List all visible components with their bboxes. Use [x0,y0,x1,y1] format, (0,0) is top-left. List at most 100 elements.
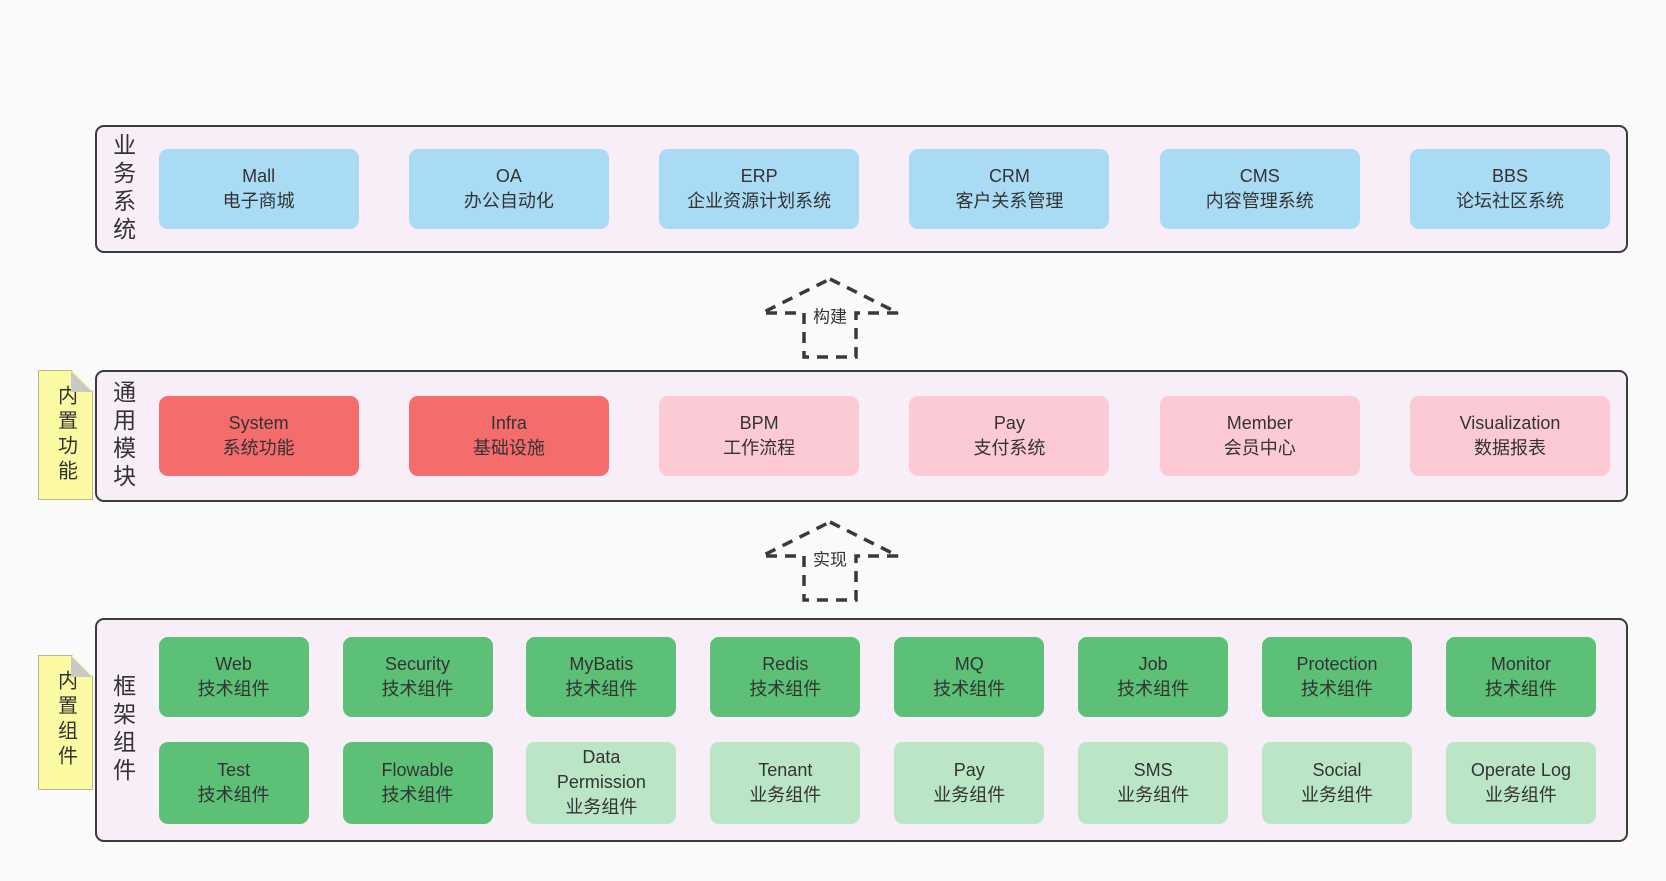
box-subtitle: 客户关系管理 [955,191,1064,211]
box-title: CRM [988,166,1030,187]
business-boxes-row: Mall 电子商城 OA 办公自动化 ERP 企业资源计划系统 CRM 客户关系… [158,149,1610,229]
module-box-system: System 系统功能 [158,396,359,476]
box-subtitle: 电子商城 [222,191,295,211]
box-title: Data Permission [556,747,646,793]
box-title: CMS [1239,166,1280,187]
box-subtitle: 业务组件 [933,784,1006,805]
box-title: Visualization [1459,413,1561,434]
layer-common-modules: 通用模块 System 系统功能 Infra 基础设施 BPM 工作流程 Pay… [95,370,1628,502]
module-box-visualization: Visualization 数据报表 [1410,396,1610,476]
sticky-tag-builtin-functions: 内置功能 [38,370,93,500]
box-subtitle: 技术组件 [381,784,454,805]
box-subtitle: 技术组件 [197,784,270,805]
box-title: Operate Log [1470,759,1571,780]
box-title: OA [495,166,522,187]
component-box-test: Test 技术组件 [158,741,309,824]
component-box-social: Social 业务组件 [1262,741,1413,824]
box-title: Social [1312,759,1362,780]
box-subtitle: 技术组件 [933,678,1006,699]
box-title: Security [384,653,451,674]
box-subtitle: 业务组件 [565,796,638,817]
box-title: ERP [740,166,778,187]
component-box-pay: Pay 业务组件 [894,741,1045,824]
component-box-job: Job 技术组件 [1078,636,1229,717]
box-subtitle: 技术组件 [565,678,638,699]
box-subtitle: 技术组件 [381,678,454,699]
component-boxes-grid: Web 技术组件 Security 技术组件 MyBatis 技术组件 Redi… [158,636,1596,824]
dashed-up-arrow-icon [761,277,899,359]
module-box-pay: Pay 支付系统 [909,396,1110,476]
business-box-erp: ERP 企业资源计划系统 [659,149,860,229]
box-subtitle: 业务组件 [1301,784,1374,805]
business-box-bbs: BBS 论坛社区系统 [1410,149,1610,229]
box-title: Mall [242,166,276,187]
component-box-mybatis: MyBatis 技术组件 [526,636,677,717]
box-subtitle: 技术组件 [1484,678,1557,699]
component-box-security: Security 技术组件 [342,636,493,717]
component-box-monitor: Monitor 技术组件 [1445,636,1596,717]
layer-label-components: 框架组件 [109,674,136,786]
box-subtitle: 会员中心 [1223,438,1296,458]
component-box-mq: MQ 技术组件 [894,636,1045,717]
box-subtitle: 办公自动化 [463,191,554,211]
box-title: SMS [1133,759,1173,780]
business-box-mall: Mall 电子商城 [158,149,359,229]
box-title: Monitor [1490,653,1551,674]
box-subtitle: 内容管理系统 [1205,191,1314,211]
component-box-protection: Protection 技术组件 [1262,636,1413,717]
component-box-tenant: Tenant 业务组件 [710,741,861,824]
dashed-up-arrow-icon [761,520,899,602]
box-subtitle: 技术组件 [197,678,270,699]
box-title: Pay [953,759,985,780]
box-title: Job [1138,653,1168,674]
component-row-tech: Web 技术组件 Security 技术组件 MyBatis 技术组件 Redi… [158,636,1596,717]
layer-framework-components: 框架组件 Web 技术组件 Security 技术组件 MyBatis 技术组件… [95,618,1628,842]
box-subtitle: 技术组件 [1301,678,1374,699]
layer-label-modules: 通用模块 [109,380,136,492]
box-subtitle: 支付系统 [973,438,1046,458]
box-subtitle: 业务组件 [1484,784,1557,805]
arrow-implement-label: 实现 [809,544,851,572]
box-title: Tenant [758,759,813,780]
module-box-member: Member 会员中心 [1159,396,1360,476]
component-row-business: Test 技术组件 Flowable 技术组件 Data Permission … [158,741,1596,824]
box-title: Redis [762,653,809,674]
box-title: Test [217,759,251,780]
folded-corner-icon [71,371,92,392]
box-subtitle: 论坛社区系统 [1456,191,1564,211]
box-subtitle: 技术组件 [749,678,822,699]
module-box-bpm: BPM 工作流程 [659,396,860,476]
box-title: MyBatis [569,653,634,674]
box-subtitle: 工作流程 [723,438,796,458]
box-subtitle: 数据报表 [1474,438,1546,458]
business-box-oa: OA 办公自动化 [408,149,609,229]
component-box-web: Web 技术组件 [158,636,309,717]
component-box-redis: Redis 技术组件 [710,636,861,717]
component-box-sms: SMS 业务组件 [1078,741,1229,824]
arrow-build: 构建 [760,276,900,360]
component-box-flowable: Flowable 技术组件 [342,741,493,824]
box-title: Infra [490,413,527,434]
box-title: System [228,413,289,434]
business-box-cms: CMS 内容管理系统 [1159,149,1360,229]
box-subtitle: 企业资源计划系统 [687,191,832,211]
tag-text: 内置功能 [54,385,77,485]
box-title: Flowable [381,759,454,780]
box-title: BBS [1491,166,1529,187]
box-subtitle: 业务组件 [749,784,822,805]
box-title: Pay [993,413,1025,434]
box-subtitle: 业务组件 [1117,784,1190,805]
component-box-operate-log: Operate Log 业务组件 [1445,741,1596,824]
box-subtitle: 系统功能 [222,438,295,458]
module-box-infra: Infra 基础设施 [408,396,609,476]
layer-business-systems: 业务系统 Mall 电子商城 OA 办公自动化 ERP 企业资源计划系统 CRM… [95,125,1628,253]
box-title: MQ [954,653,984,674]
business-box-crm: CRM 客户关系管理 [909,149,1110,229]
arrow-build-label: 构建 [809,301,851,329]
sticky-tag-builtin-components: 内置组件 [38,655,93,790]
box-title: Web [215,653,252,674]
module-boxes-row: System 系统功能 Infra 基础设施 BPM 工作流程 Pay 支付系统… [158,396,1610,476]
box-title: Protection [1296,653,1378,674]
tag-text: 内置组件 [54,670,77,770]
box-subtitle: 基础设施 [472,438,545,458]
